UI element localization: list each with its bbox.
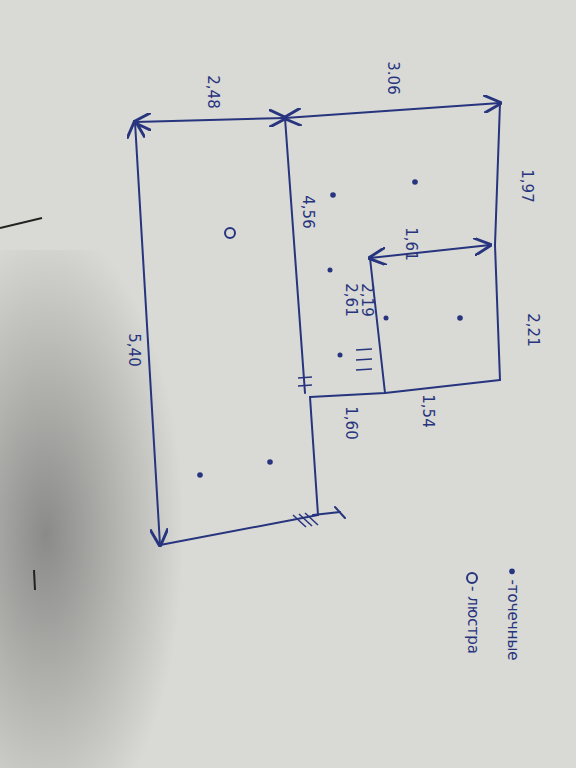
dimension-label: 1,97	[518, 167, 535, 204]
shadow	[0, 250, 230, 768]
legend-text: - люстра	[465, 586, 480, 654]
dimension-label: 1,60	[342, 404, 359, 441]
tick-marks	[293, 349, 372, 527]
dimension-label: 4,56	[299, 193, 316, 230]
walls	[135, 103, 500, 545]
spot-lights	[197, 179, 463, 478]
dimension-label: 2,21	[524, 311, 541, 348]
dimension-label: 1,61	[402, 225, 419, 262]
chandelier	[225, 228, 235, 238]
dimension-label: 2,48	[204, 73, 221, 110]
dimension-label: 5,40	[125, 331, 142, 368]
legend-dot	[509, 569, 515, 575]
dimension-label: 2,19	[358, 281, 375, 318]
pen-marks	[0, 218, 42, 590]
dimension-label: 2,61	[342, 281, 359, 318]
legend-text: -точечные	[505, 579, 520, 660]
dimension-label: 1,54	[419, 392, 436, 429]
dimension-label: 3.06	[384, 59, 401, 96]
legend-circle	[467, 573, 477, 583]
